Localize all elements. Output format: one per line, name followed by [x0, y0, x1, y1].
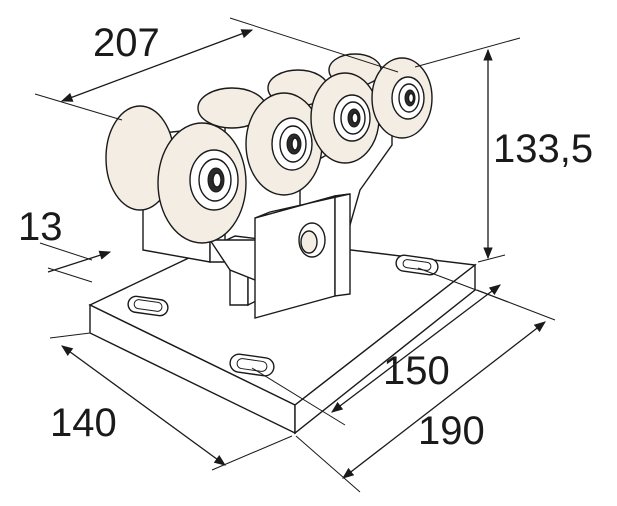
dim-label-207: 207 — [93, 21, 160, 65]
slot-hole-left — [127, 295, 169, 317]
ext-line-190-left — [295, 435, 361, 493]
dimension-lines — [34, 17, 556, 493]
dim-label-13: 13 — [18, 205, 63, 249]
ext-line-13-a — [39, 242, 93, 261]
wheel-front-2 — [245, 92, 323, 196]
wheel-front-1 — [105, 105, 247, 244]
front-mount-plate — [254, 193, 351, 319]
ext-line-190-right — [476, 289, 556, 321]
ext-line-13-b — [47, 267, 93, 283]
dim-line-190 — [342, 321, 546, 479]
front-wheels — [105, 57, 433, 244]
dim-line-13 — [47, 250, 112, 273]
dim-label-150: 150 — [383, 349, 450, 393]
dim-label-133-5: 133,5 — [493, 127, 593, 171]
dim-line-207 — [60, 29, 254, 102]
dim-label-190: 190 — [418, 409, 485, 453]
dim-line-140 — [61, 345, 226, 466]
ext-line-133-bottom — [477, 254, 506, 263]
ext-line-140-left — [49, 332, 91, 339]
wheel-front-3 — [310, 72, 380, 164]
ext-line-150-left — [251, 367, 346, 426]
ext-line-207-left — [34, 93, 123, 121]
ext-line-133-top — [414, 37, 521, 68]
dimension-labels: 207 133,5 13 140 150 190 — [18, 21, 593, 453]
wheel-front-4 — [371, 57, 433, 139]
dim-label-140: 140 — [50, 401, 117, 445]
ext-line-207-right — [229, 17, 399, 73]
slot-hole-front — [229, 353, 275, 377]
slot-hole-right — [395, 254, 439, 276]
